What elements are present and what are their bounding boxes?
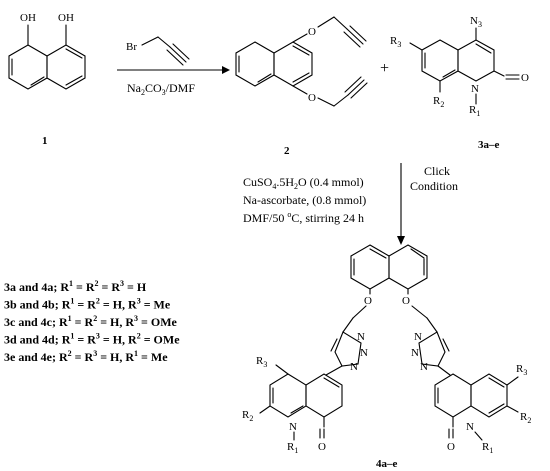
- r2-substituent: R2: [520, 411, 531, 425]
- catalyst-condition: CuSO4.5H2O (0.4 mmol): [243, 175, 364, 191]
- step1-conditions: Na2CO3/DMF: [127, 81, 195, 97]
- oxygen-label: O: [308, 26, 316, 38]
- compound-2-structure: O O: [235, 16, 368, 107]
- compound-2-label: 2: [284, 145, 290, 157]
- compound-4-structure: O O N N N N N N R3 R2 N R1: [242, 244, 531, 455]
- r3-substituent: R3: [516, 363, 527, 377]
- hydroxyl-label: OH: [20, 12, 36, 24]
- click-label: Click: [424, 164, 450, 178]
- legend-row: 3c and 4c; R1 = R2 = H, R3 = OMe: [4, 314, 178, 329]
- r1-substituent: R1: [482, 441, 493, 455]
- compound-3-label: 3a–e: [478, 139, 500, 151]
- legend-row: 3b and 4b; R1 = R2 = H, R3 = Me: [4, 297, 171, 312]
- triazole-nitrogen-label: N: [414, 331, 422, 343]
- compound-1-structure: OH OH: [8, 12, 86, 90]
- bromine-label: Br: [126, 41, 137, 53]
- r3-substituent: R3: [256, 355, 267, 369]
- ether-oxygen-label: O: [364, 295, 372, 307]
- triazole-nitrogen-label: N: [411, 347, 419, 359]
- nitrogen-label: N: [471, 83, 479, 95]
- nitrogen-label: N: [466, 421, 474, 433]
- triazole-nitrogen-label: N: [350, 361, 358, 373]
- compound-3-structure: R3 R2 N3 N R1 O: [390, 15, 529, 118]
- r2-substituent: R2: [433, 95, 444, 109]
- r2-substituent: R2: [242, 409, 253, 423]
- carbonyl-oxygen-label: O: [318, 441, 326, 453]
- legend-row: 3e and 4e; R2 = R3 = H, R1 = Me: [4, 349, 168, 364]
- triazole-nitrogen-label: N: [357, 331, 365, 343]
- carbonyl-oxygen-label: O: [447, 441, 455, 453]
- legend-row: 3d and 4d; R1 = R3 = H, R2 = OMe: [4, 332, 180, 347]
- carbonyl-oxygen-label: O: [521, 72, 529, 84]
- substituent-legend: 3a and 4a; R1 = R2 = R3 = H 3b and 4b; R1…: [4, 279, 180, 364]
- r1-substituent: R1: [287, 441, 298, 455]
- arrowhead-icon: [222, 66, 230, 74]
- propargyl-bromide-structure: Br: [126, 36, 190, 66]
- nitrogen-label: N: [289, 421, 297, 433]
- r3-substituent: R3: [390, 35, 401, 49]
- oxygen-label: O: [308, 92, 316, 104]
- triazole-nitrogen-label: N: [420, 361, 428, 373]
- reductant-condition: Na-ascorbate, (0.8 mmol): [243, 193, 366, 207]
- compound-1-label: 1: [42, 135, 48, 147]
- ether-oxygen-label: O: [402, 295, 410, 307]
- solvent-temperature-condition: DMF/50 oC, stirring 24 h: [243, 210, 364, 225]
- condition-label: Condition: [410, 179, 458, 193]
- compound-4-label: 4a–e: [376, 458, 398, 470]
- triazole-nitrogen-label: N: [360, 347, 368, 359]
- legend-row: 3a and 4a; R1 = R2 = R3 = H: [4, 279, 147, 294]
- arrowhead-icon: [397, 236, 405, 245]
- azide-group: N3: [470, 15, 482, 29]
- r1-substituent: R1: [469, 104, 480, 118]
- hydroxyl-label: OH: [58, 12, 74, 24]
- plus-sign: +: [380, 60, 389, 77]
